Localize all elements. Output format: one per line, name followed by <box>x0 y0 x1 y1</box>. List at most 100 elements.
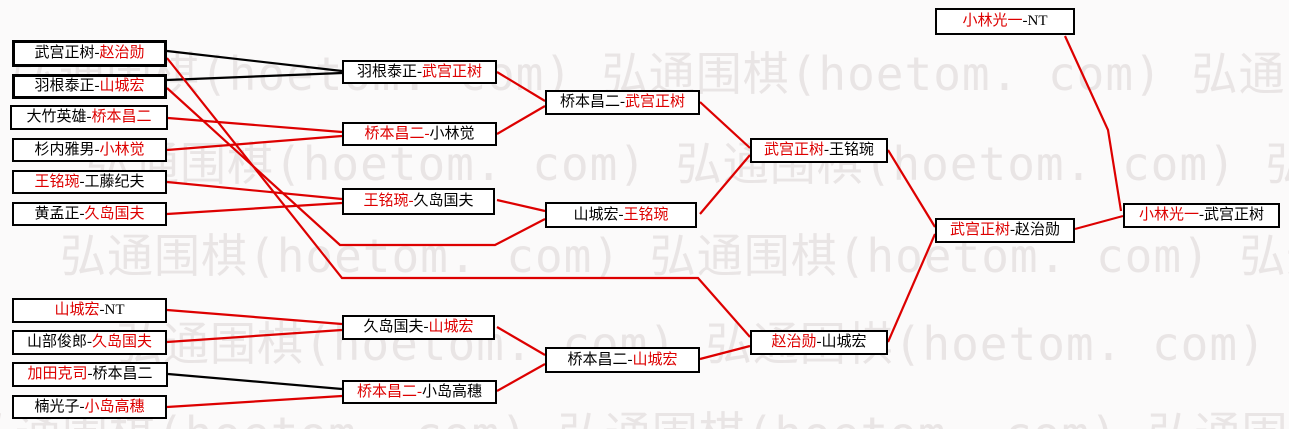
match-box-久岛国夫-山城宏: 久岛国夫-山城宏 <box>342 315 495 340</box>
versus-dash: - <box>1010 222 1015 238</box>
player-name: 桥本昌二 <box>559 94 620 110</box>
match-box-桥本昌二-山城宏: 桥本昌二-山城宏 <box>545 347 700 373</box>
player-name: 小岛高穗 <box>422 383 483 400</box>
winner-advance-line <box>167 116 343 134</box>
versus-dash: - <box>94 45 100 61</box>
player-name: 赵治勋 <box>99 45 145 61</box>
player-name: 桥本昌二 <box>91 109 152 125</box>
player-name: 武宫正树 <box>34 45 95 61</box>
match-box-武宫正树-赵治勋: 武宫正树-赵治勋 <box>12 40 167 67</box>
match-box-山城宏-王铭琬: 山城宏-王铭琬 <box>545 202 697 228</box>
player-name: 山城宏 <box>54 302 100 318</box>
winner-advance-line <box>886 233 937 343</box>
versus-dash: - <box>1199 207 1204 223</box>
versus-dash: - <box>417 383 422 400</box>
versus-dash: - <box>824 142 829 158</box>
winner-advance-line <box>166 394 343 409</box>
winner-advance-line <box>699 101 751 149</box>
player-name: 工藤纪夫 <box>84 173 145 190</box>
player-name: 武宫正树 <box>763 142 824 158</box>
player-name: 武宫正树 <box>625 94 686 110</box>
winner-advance-line <box>496 326 546 356</box>
winner-advance-line <box>166 308 343 326</box>
winner-advance-line <box>1074 214 1124 231</box>
loser-advance-line <box>166 49 343 73</box>
player-name: 黄孟正 <box>34 205 80 222</box>
player-name: 山部俊郎 <box>26 334 87 350</box>
player-name: 王铭琬 <box>623 206 669 223</box>
versus-dash: - <box>816 334 822 350</box>
winner-advance-line <box>166 328 343 344</box>
player-name: NT <box>104 302 125 318</box>
match-box-武宫正树-赵治勋: 武宫正树-赵治勋 <box>935 218 1075 243</box>
player-name: 桥本昌二 <box>356 383 417 400</box>
player-name: 赵治勋 <box>771 334 817 350</box>
winner-advance-line <box>496 71 546 102</box>
versus-dash: - <box>99 302 105 318</box>
player-name: 山城宏 <box>573 206 619 223</box>
player-name: 小林觉 <box>429 125 475 142</box>
versus-dash: - <box>87 366 93 382</box>
versus-dash: - <box>79 205 85 222</box>
player-name: 加田克司 <box>27 366 88 382</box>
match-box-桥本昌二-小林觉: 桥本昌二-小林觉 <box>342 122 497 146</box>
versus-dash: - <box>424 125 430 142</box>
player-name: 小林觉 <box>99 141 145 158</box>
player-name: 久岛国夫 <box>363 319 424 335</box>
versus-dash: - <box>423 319 429 335</box>
player-name: 久岛国夫 <box>84 205 145 222</box>
winner-advance-line <box>496 363 546 392</box>
match-box-大竹英雄-桥本昌二: 大竹英雄-桥本昌二 <box>10 105 168 130</box>
versus-dash: - <box>87 334 92 350</box>
match-box-羽根泰正-山城宏: 羽根泰正-山城宏 <box>12 74 167 99</box>
player-name: 小林光一 <box>962 13 1023 29</box>
versus-dash: - <box>1022 13 1028 29</box>
player-name: 大竹英雄 <box>26 109 87 125</box>
player-name: 小岛高穗 <box>84 398 145 415</box>
player-name: 武宫正树 <box>1204 207 1265 223</box>
player-name: 王铭琬 <box>34 173 80 190</box>
match-box-桥本昌二-武宫正树: 桥本昌二-武宫正树 <box>545 90 700 115</box>
versus-dash: - <box>618 206 624 223</box>
match-box-羽根泰正-武宫正树: 羽根泰正-武宫正树 <box>342 60 497 84</box>
loser-advance-line <box>166 71 343 82</box>
match-box-楠光子-小岛高穗: 楠光子-小岛高穗 <box>12 395 167 419</box>
match-box-王铭琬-工藤纪夫: 王铭琬-工藤纪夫 <box>12 170 167 194</box>
winner-advance-line <box>166 201 343 216</box>
player-name: 楠光子 <box>34 398 80 415</box>
match-box-小林光一-武宫正树: 小林光一-武宫正树 <box>1123 203 1280 228</box>
winner-advance-line <box>166 87 546 247</box>
player-name: 武宫正树 <box>949 222 1010 238</box>
match-box-山城宏-NT: 山城宏-NT <box>12 298 167 323</box>
versus-dash: - <box>86 109 92 125</box>
match-box-加田克司-桥本昌二: 加田克司-桥本昌二 <box>12 362 168 387</box>
player-name: 杉内雅男 <box>34 141 95 158</box>
match-box-武宫正树-王铭琬: 武宫正树-王铭琬 <box>750 138 888 163</box>
player-name: 小林光一 <box>1138 207 1199 223</box>
match-box-小林光一-NT: 小林光一-NT <box>935 8 1075 35</box>
versus-dash: - <box>94 78 100 94</box>
player-name: 羽根泰正 <box>34 78 95 94</box>
player-name: 久岛国夫 <box>92 334 153 350</box>
player-name: 赵治勋 <box>1015 222 1061 238</box>
player-name: 桥本昌二 <box>92 366 153 382</box>
player-name: 山城宏 <box>99 78 145 94</box>
winner-advance-line <box>699 344 751 361</box>
versus-dash: - <box>627 351 633 368</box>
versus-dash: - <box>79 398 85 415</box>
player-name: 羽根泰正 <box>356 63 417 80</box>
match-box-杉内雅男-小林觉: 杉内雅男-小林觉 <box>12 138 167 162</box>
versus-dash: - <box>620 94 625 110</box>
player-name: 山城宏 <box>821 334 867 350</box>
player-name: 山城宏 <box>632 351 678 368</box>
versus-dash: - <box>94 141 100 158</box>
winner-advance-line <box>496 105 546 135</box>
winner-advance-line <box>166 134 343 152</box>
player-name: NT <box>1027 13 1048 29</box>
versus-dash: - <box>79 173 85 190</box>
player-name: 王铭琬 <box>829 142 875 158</box>
winner-advance-line <box>166 180 343 201</box>
match-box-山部俊郎-久岛国夫: 山部俊郎-久岛国夫 <box>12 330 167 355</box>
match-box-赵治勋-山城宏: 赵治勋-山城宏 <box>750 330 888 355</box>
